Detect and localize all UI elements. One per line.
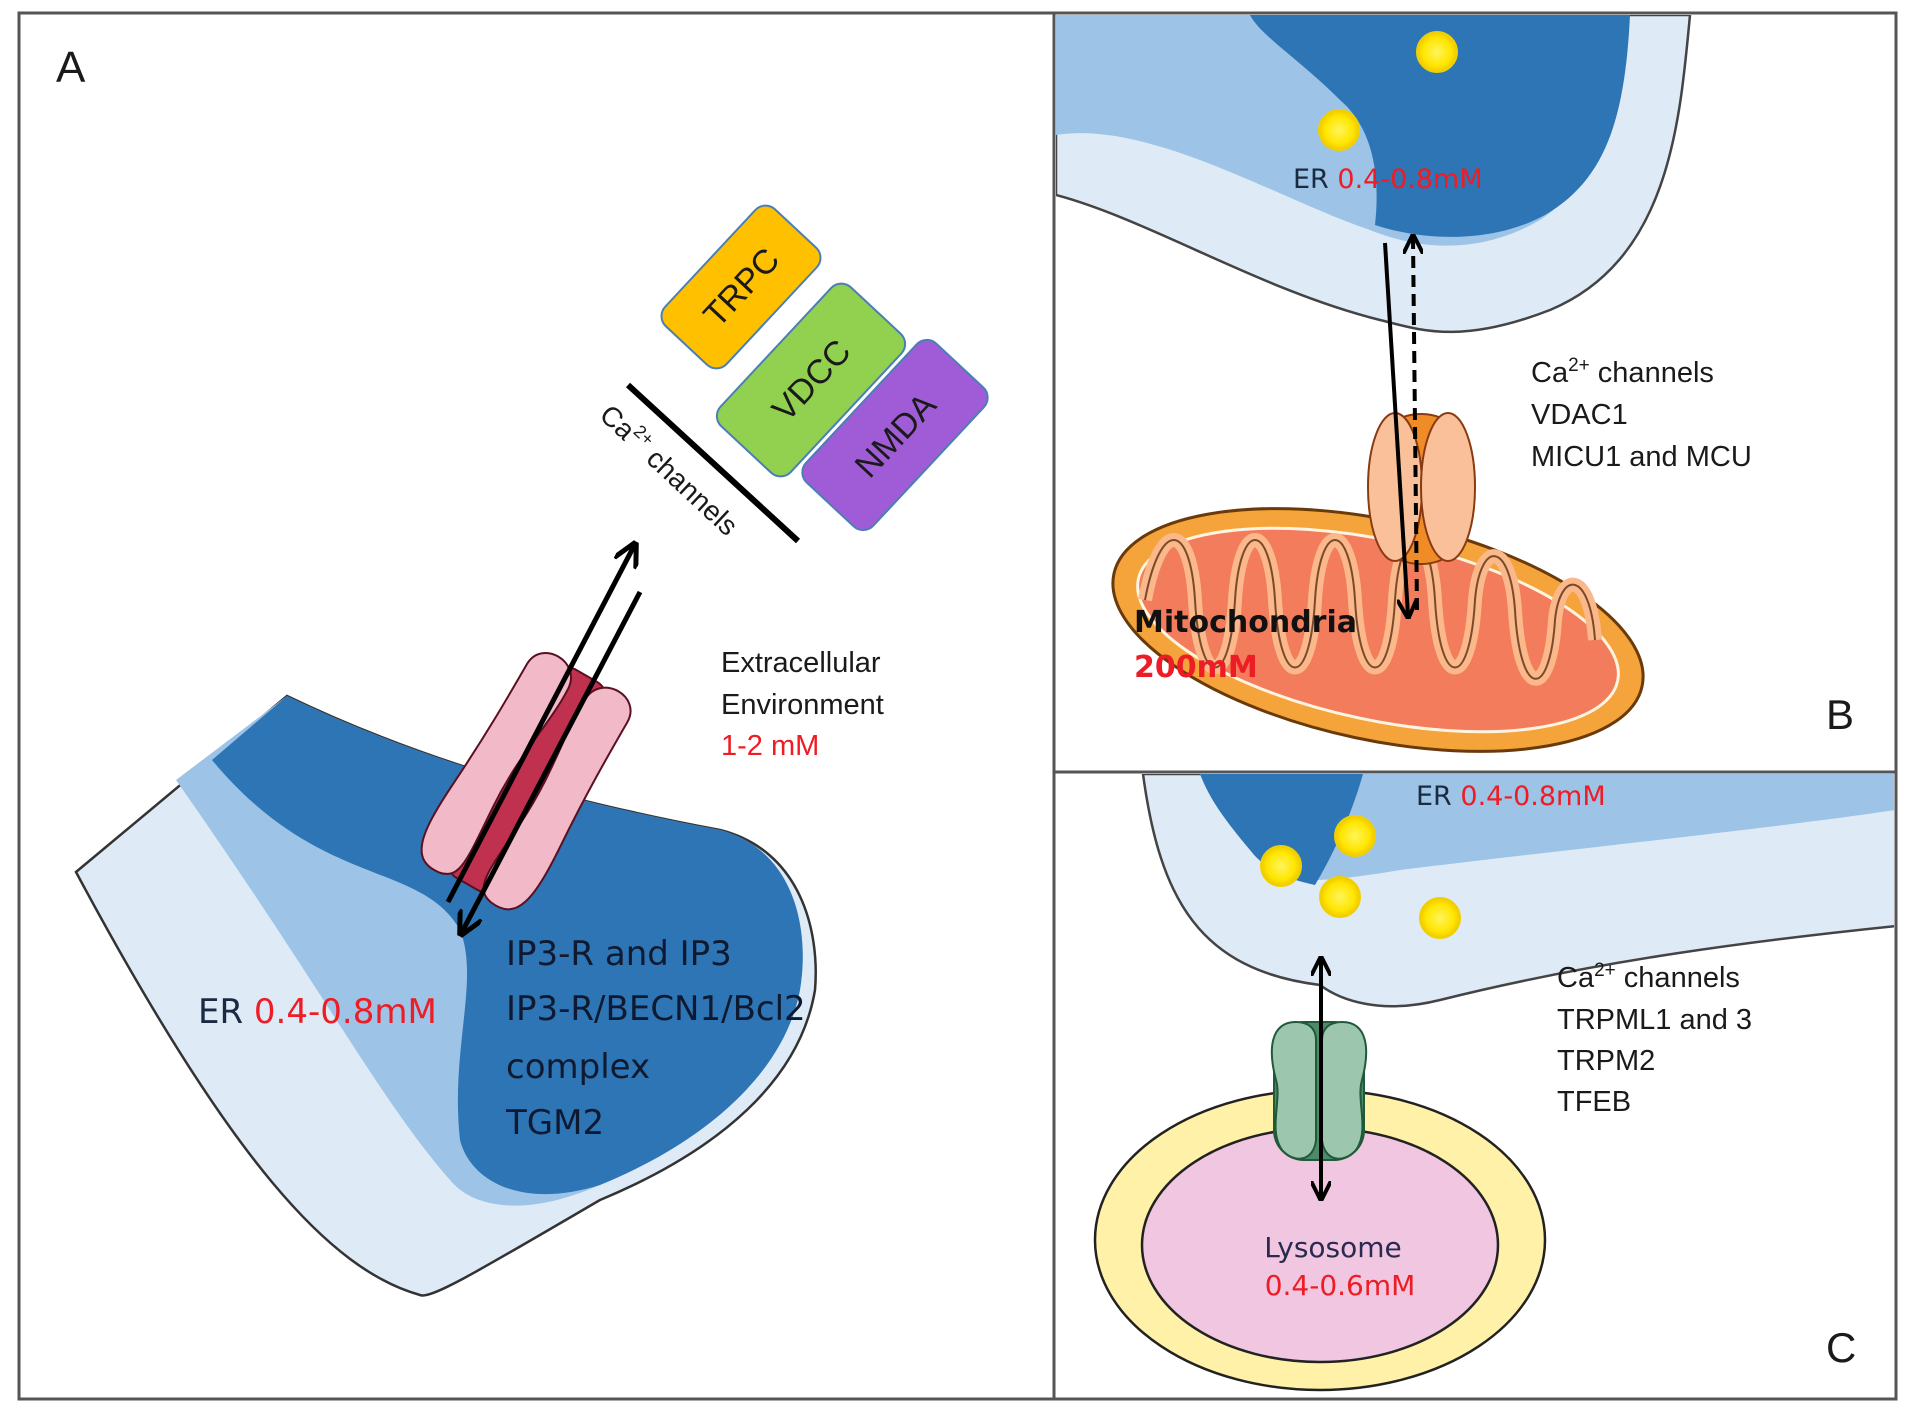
- er-lumen-dark: [212, 696, 803, 1195]
- panel-frames: [17, 11, 1898, 1401]
- er-label-a: ER 0.4-0.8mM: [198, 992, 437, 1032]
- svg-text:IP3-R and IP3: IP3-R and IP3: [506, 934, 732, 974]
- channel-box-vdcc: VDCC: [715, 282, 907, 478]
- panel-c: ER 0.4-0.8mM Lysosome 0.4-0.6mM Ca2+ cha…: [1093, 774, 1894, 1392]
- extracellular-concentration: 1-2 mM: [721, 730, 819, 762]
- vdac-channel-icon: [1367, 412, 1476, 565]
- er-concentration-b: 0.4-0.8mM: [1337, 164, 1482, 195]
- er-label-c: ER 0.4-0.8mM: [1416, 781, 1606, 812]
- svg-text:IP3-R/BECN1/Bcl2: IP3-R/BECN1/Bcl2: [506, 989, 806, 1029]
- panel-label-b: B: [1826, 691, 1854, 738]
- svg-text:Ca2+ channels: Ca2+ channels: [1531, 355, 1714, 389]
- mitochondria-concentration: 200mM: [1134, 650, 1258, 685]
- svg-text:Ca2+ channels: Ca2+ channels: [1557, 960, 1740, 994]
- er-organelle-c: [1141, 774, 1894, 1008]
- er-label-b: ER 0.4-0.8mM: [1293, 164, 1483, 195]
- lysosome-concentration: 0.4-0.6mM: [1265, 1269, 1416, 1302]
- panel-label-a: A: [56, 43, 86, 92]
- svg-text:Environment: Environment: [721, 689, 884, 721]
- er-concentration-c: 0.4-0.8mM: [1460, 781, 1605, 812]
- channel-box-trpc: TRPC: [660, 204, 822, 370]
- svg-text:TFEB: TFEB: [1557, 1086, 1631, 1118]
- calcium-ion: [1319, 876, 1361, 918]
- vdcc-box: [715, 282, 907, 478]
- extracellular-label: Extracellular Environment 1-2 mM: [721, 647, 884, 762]
- svg-text:VDAC1: VDAC1: [1531, 399, 1628, 431]
- lysosome-label: Lysosome: [1264, 1231, 1402, 1264]
- svg-text:MICU1 and MCU: MICU1 and MCU: [1531, 441, 1752, 473]
- er-concentration-a: 0.4-0.8mM: [254, 992, 437, 1032]
- trpml-channel-icon: [1270, 1020, 1368, 1161]
- panel-b: ER 0.4-0.8mM Mitochondria 200mM Ca2+ cha…: [1056, 15, 1854, 753]
- efflux-arrow-a: [445, 546, 634, 904]
- panel-label-c: C: [1826, 1324, 1856, 1371]
- panel-a: A Ca2+ channels TRPC VDCC NMDA: [56, 43, 989, 1297]
- nmda-box: [801, 338, 989, 532]
- svg-text:complex: complex: [506, 1047, 650, 1087]
- calcium-ion: [1416, 31, 1458, 73]
- svg-text:TRPM2: TRPM2: [1557, 1045, 1655, 1077]
- svg-text:TGM2: TGM2: [505, 1103, 604, 1143]
- influx-arrow-b: [1383, 242, 1408, 615]
- calcium-ion: [1334, 815, 1376, 857]
- calcium-ion: [1318, 109, 1360, 151]
- er-organelle-b: [1056, 15, 1692, 334]
- er-organelle-a: [74, 694, 817, 1297]
- mito-protein-list: Ca2+ channels VDAC1 MICU1 and MCU: [1531, 355, 1752, 473]
- outer-frame: [17, 11, 1898, 1401]
- mitochondria-label: Mitochondria: [1134, 605, 1357, 640]
- mitochondria-icon: [1111, 507, 1645, 753]
- ip3r-channel-icon: [420, 652, 632, 911]
- channels-bar: [625, 382, 801, 544]
- lyso-protein-list: Ca2+ channels TRPML1 and 3 TRPM2 TFEB: [1557, 960, 1752, 1118]
- svg-text:TRPML1 and 3: TRPML1 and 3: [1557, 1004, 1752, 1036]
- influx-arrow-a: [462, 590, 643, 932]
- er-protein-list-a: IP3-R and IP3 IP3-R/BECN1/Bcl2 complex T…: [505, 934, 806, 1143]
- lysosome-icon: [1093, 1088, 1547, 1392]
- calcium-ion: [1419, 897, 1461, 939]
- svg-text:Extracellular: Extracellular: [721, 647, 881, 679]
- channel-box-nmda: NMDA: [801, 338, 989, 532]
- efflux-arrow-b: [1413, 238, 1417, 611]
- trpc-box: [660, 204, 822, 370]
- calcium-ion: [1260, 845, 1302, 887]
